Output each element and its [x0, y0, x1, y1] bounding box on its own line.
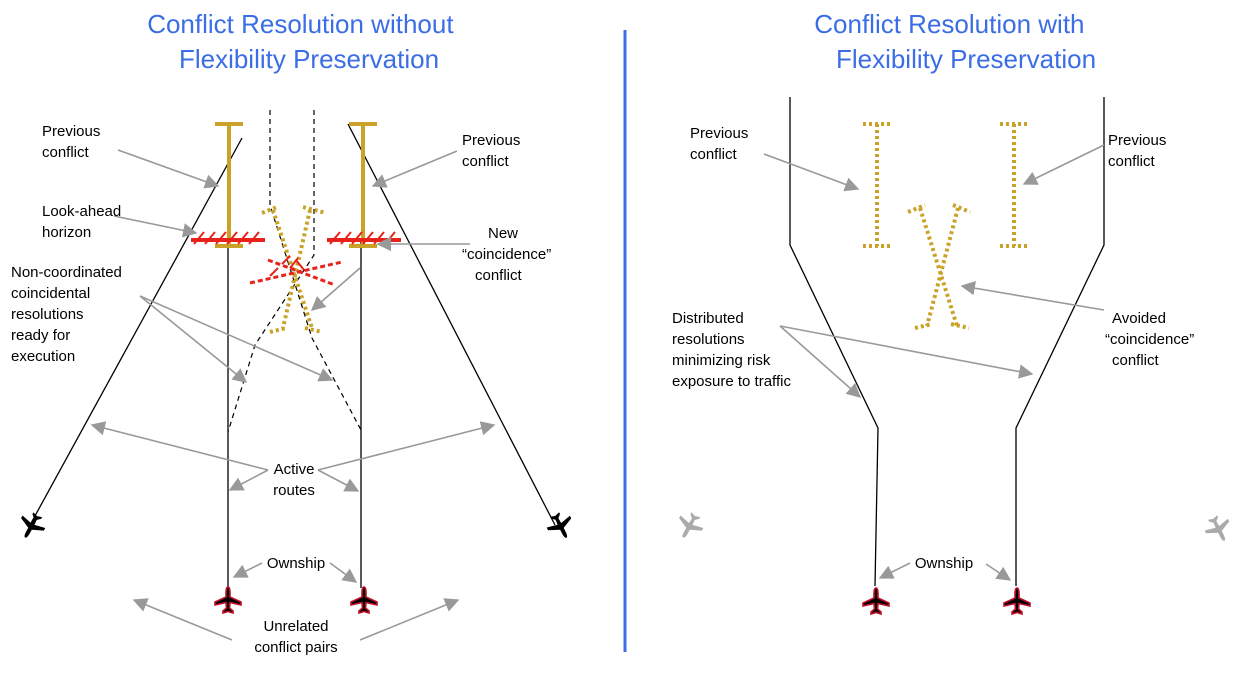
- aircraft-icon: [671, 508, 708, 544]
- left-previous-conflicts: [215, 122, 377, 248]
- resolution-route-right: [269, 110, 362, 431]
- aircraft-icon: [350, 586, 378, 614]
- distributed-route-right: [1015, 97, 1105, 586]
- label-ownship: Ownship: [267, 555, 325, 572]
- look-ahead-horizon: [191, 231, 401, 245]
- resolution-route-left: [227, 110, 315, 433]
- arrow-icon: [985, 563, 1012, 581]
- left-routes: [29, 110, 556, 588]
- arrow-icon: [779, 325, 1034, 379]
- label-avoided: Avoided“coincidence”conflict: [1105, 310, 1194, 369]
- left-title: Conflict Resolution without Flexibility …: [147, 9, 461, 74]
- arrow-icon: [117, 149, 220, 189]
- right-arrows: [763, 144, 1105, 581]
- arrow-icon: [960, 281, 1105, 311]
- arrow-icon: [139, 295, 248, 383]
- aircraft-icon: [543, 508, 579, 544]
- label-ownship: Ownship: [915, 555, 973, 572]
- traffic-route-right: [347, 123, 556, 526]
- arrow-icon: [310, 267, 361, 311]
- avoided-coincidence-conflict: [907, 203, 971, 330]
- arrow-icon: [878, 562, 911, 579]
- arrow-icon: [228, 469, 269, 491]
- aircraft-icon: [1201, 511, 1235, 547]
- arrow-icon: [779, 325, 862, 398]
- aircraft-icon: [862, 587, 890, 615]
- right-title: Conflict Resolution with Flexibility Pre…: [814, 9, 1096, 74]
- right-routes: [789, 97, 1105, 587]
- arrow-icon: [763, 153, 860, 192]
- arrow-icon: [1022, 144, 1105, 185]
- arrow-icon: [317, 469, 360, 492]
- traffic-route-left: [29, 137, 243, 526]
- arrow-icon: [90, 421, 269, 471]
- right-previous-conflicts: [863, 122, 1028, 248]
- aircraft-icon: [214, 586, 242, 614]
- arrow-icon: [232, 562, 263, 578]
- aircraft-icon: [1003, 587, 1031, 615]
- arrow-icon: [113, 215, 198, 238]
- aircraft-icon: [13, 508, 50, 544]
- arrow-icon: [359, 598, 460, 641]
- label-new-conflict: New“coincidence”conflict: [462, 225, 551, 284]
- arrow-icon: [317, 421, 496, 471]
- arrow-icon: [139, 295, 334, 382]
- left-arrows: [90, 149, 496, 641]
- arrow-icon: [371, 150, 458, 188]
- arrow-icon: [329, 562, 358, 583]
- coincidence-horizon: [249, 255, 343, 287]
- arrow-icon: [132, 598, 233, 641]
